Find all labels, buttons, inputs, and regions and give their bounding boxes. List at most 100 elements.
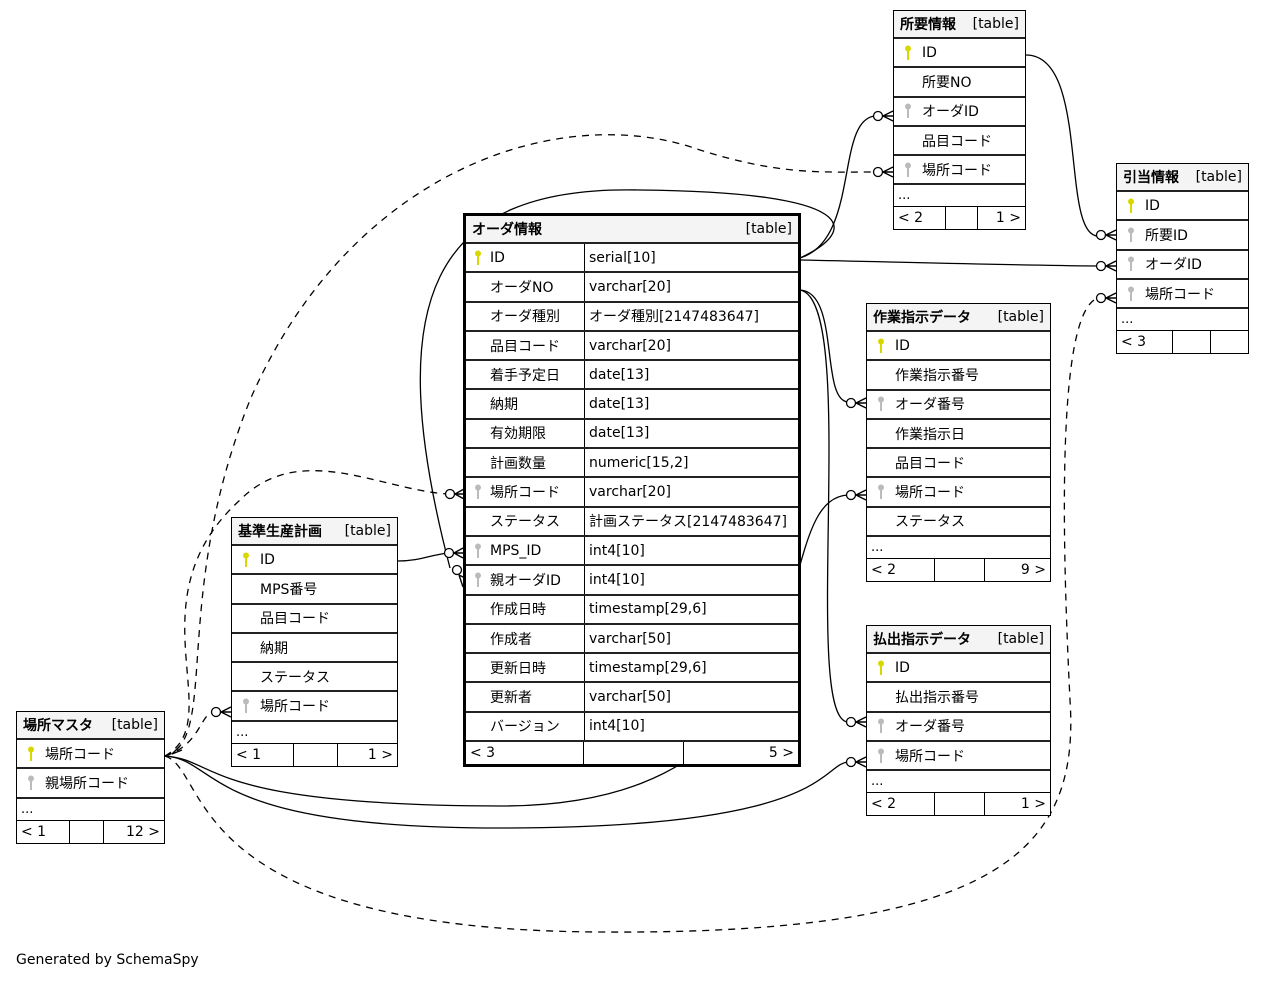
column-name: 作成者 bbox=[490, 631, 532, 648]
table-name: 場所マスタ bbox=[23, 718, 93, 734]
column-row[interactable]: 所要NO bbox=[894, 68, 1025, 98]
column-row[interactable]: 所要ID bbox=[1117, 221, 1248, 251]
children-count[interactable] bbox=[1211, 331, 1248, 353]
table-kind: [table] bbox=[344, 523, 391, 539]
column-row[interactable]: 場所コード bbox=[17, 740, 164, 770]
column-row[interactable]: ステータス bbox=[232, 663, 397, 693]
more-columns[interactable]: ... bbox=[1117, 309, 1248, 332]
footer-middle bbox=[294, 743, 338, 766]
more-columns[interactable]: ... bbox=[17, 799, 164, 821]
column-row[interactable]: オーダID bbox=[894, 98, 1025, 127]
edge-basho-mps bbox=[164, 711, 214, 757]
edge-end-circle bbox=[845, 716, 857, 728]
table-name: 所要情報 bbox=[900, 17, 956, 33]
parents-count[interactable]: < 3 bbox=[466, 742, 584, 765]
parents-count[interactable]: < 1 bbox=[232, 743, 294, 766]
footer-middle bbox=[935, 793, 985, 816]
foreign-key-icon bbox=[17, 775, 45, 791]
parents-count[interactable]: < 2 bbox=[894, 207, 946, 230]
parents-count[interactable]: < 2 bbox=[867, 559, 935, 582]
column-name: 場所コード bbox=[895, 748, 965, 765]
column-row[interactable]: ステータス計画ステータス[2147483647] bbox=[466, 507, 798, 537]
column-row[interactable]: 品目コード bbox=[232, 605, 397, 634]
column-row[interactable]: オーダ種別オーダ種別[2147483647] bbox=[466, 302, 798, 332]
parents-count[interactable]: < 3 bbox=[1117, 331, 1173, 354]
column-row[interactable]: 場所コード bbox=[232, 692, 397, 722]
more-columns[interactable]: ... bbox=[867, 771, 1050, 794]
column-row[interactable]: ID bbox=[894, 39, 1025, 69]
primary-key-icon bbox=[1117, 198, 1145, 214]
column-row[interactable]: オーダ番号 bbox=[867, 391, 1050, 420]
column-row[interactable]: 場所コード bbox=[867, 742, 1050, 772]
table-header: オーダ情報 [table] bbox=[466, 216, 798, 244]
column-row[interactable]: 親場所コード bbox=[17, 769, 164, 799]
column-type: numeric[15,2] bbox=[584, 449, 798, 477]
column-row[interactable]: 作業指示番号 bbox=[867, 361, 1050, 391]
children-count[interactable]: 1 > bbox=[367, 746, 393, 763]
more-columns[interactable]: ... bbox=[232, 722, 397, 744]
column-type: varchar[50] bbox=[584, 683, 798, 711]
column-name: ステータス bbox=[260, 669, 330, 686]
edge-basho-haraidashi bbox=[164, 755, 849, 829]
column-row[interactable]: 場所コード bbox=[894, 156, 1025, 186]
children-count[interactable]: 1 > bbox=[995, 210, 1021, 227]
parents-count[interactable]: < 1 bbox=[17, 820, 70, 843]
column-row[interactable]: オーダ番号 bbox=[867, 713, 1050, 742]
primary-key-icon bbox=[17, 746, 45, 762]
column-row[interactable]: ID bbox=[867, 332, 1050, 362]
edge-basho-order bbox=[164, 470, 449, 757]
column-row[interactable]: 品目コード bbox=[867, 449, 1050, 479]
column-row[interactable]: 場所コード bbox=[1117, 280, 1248, 310]
crowfoot-icon bbox=[882, 110, 894, 122]
column-row[interactable]: 作業指示日 bbox=[867, 420, 1050, 450]
column-row[interactable]: 場所コード bbox=[867, 478, 1050, 508]
column-row[interactable]: オーダID bbox=[1117, 251, 1248, 280]
children-count[interactable]: 9 > bbox=[1020, 562, 1046, 579]
column-name: オーダID bbox=[922, 104, 979, 121]
more-columns[interactable]: ... bbox=[867, 537, 1050, 560]
column-row[interactable]: ID bbox=[1117, 192, 1248, 222]
parents-count[interactable]: < 2 bbox=[867, 793, 935, 816]
column-row[interactable]: 払出指示番号 bbox=[867, 683, 1050, 713]
table-header: 引当情報[table] bbox=[1117, 164, 1248, 192]
children-count[interactable]: 5 > bbox=[768, 745, 794, 762]
table-footer: < 2 9 > bbox=[867, 559, 1050, 582]
column-row[interactable]: 品目コード bbox=[894, 127, 1025, 157]
edge-end-circle bbox=[872, 110, 884, 122]
column-row[interactable]: ステータス bbox=[867, 508, 1050, 538]
column-name: 着手予定日 bbox=[490, 367, 560, 384]
column-row[interactable]: ID bbox=[867, 654, 1050, 684]
children-count[interactable]: 1 > bbox=[1020, 796, 1046, 813]
column-name: 有効期限 bbox=[490, 426, 546, 443]
more-columns[interactable]: ... bbox=[894, 185, 1025, 208]
column-row[interactable]: MPS番号 bbox=[232, 575, 397, 605]
children-count[interactable]: 12 > bbox=[126, 823, 160, 840]
foreign-key-icon bbox=[1117, 227, 1145, 243]
column-row[interactable]: 納期 bbox=[232, 634, 397, 664]
edge-order-shoyo bbox=[799, 115, 876, 259]
column-row[interactable]: ID bbox=[232, 546, 397, 576]
